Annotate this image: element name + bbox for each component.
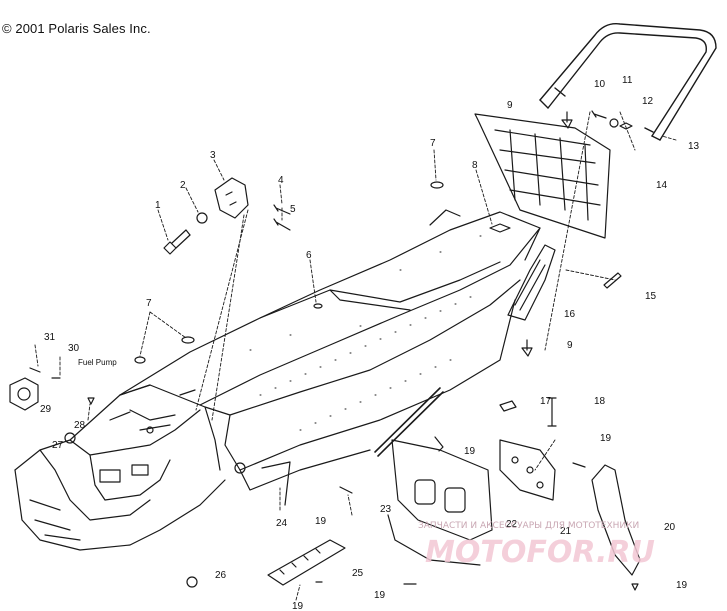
part-19-bolt-e: [631, 583, 639, 591]
part-28-bolt: [87, 397, 95, 405]
callout-28: 28: [74, 420, 86, 431]
part-23-rod: [374, 387, 444, 457]
callout-12: 12: [642, 96, 654, 107]
part-12-nut: [619, 122, 633, 130]
callout-2: 2: [180, 180, 186, 191]
callout-31: 31: [44, 332, 56, 343]
chassis-tunnel: [119, 209, 541, 491]
part-27-fitting: [64, 432, 76, 444]
callout-4: 4: [278, 175, 284, 186]
part-19-bolt-b: [572, 462, 586, 468]
watermark: ЗАПЧАСТИ И АКСЕССУАРЫ ДЛЯ МОТОТЕХНИКИ MO…: [418, 521, 655, 570]
callout-19-c: 19: [315, 516, 327, 527]
part-9-bolt-top: [561, 111, 573, 129]
callout-3: 3: [210, 150, 216, 161]
callout-7-lower: 7: [146, 298, 152, 309]
part-2-nut: [196, 212, 208, 224]
callout-10: 10: [594, 79, 606, 90]
part-5-bolt: [273, 218, 291, 231]
fuel-pump-label: Fuel Pump: [78, 358, 117, 367]
callout-19-d: 19: [374, 590, 386, 601]
part-26-nut: [186, 576, 198, 588]
callout-29: 29: [40, 404, 52, 415]
part-11-washer: [609, 118, 619, 128]
callout-18: 18: [594, 396, 606, 407]
part-29-flange: [9, 377, 39, 411]
watermark-caption: ЗАПЧАСТИ И АКСЕССУАРЫ ДЛЯ МОТОТЕХНИКИ: [418, 521, 639, 531]
part-20-side-panel: [591, 464, 641, 576]
callout-9-lower: 9: [567, 340, 573, 351]
part-31-screw: [29, 367, 41, 373]
part-15-pin: [603, 272, 622, 289]
callout-25: 25: [352, 568, 364, 579]
callout-9-upper: 9: [507, 100, 513, 111]
copyright-notice: © 2001 Polaris Sales Inc.: [2, 21, 151, 36]
callout-8: 8: [472, 160, 478, 171]
part-7-plug-top: [430, 181, 444, 189]
part-8-plug: [489, 223, 511, 233]
part-24-bracket: [261, 461, 291, 506]
callout-5: 5: [290, 204, 296, 215]
callout-7-upper: 7: [430, 138, 436, 149]
callout-19-f: 19: [292, 601, 304, 611]
callout-1: 1: [155, 200, 161, 211]
callout-22: 22: [506, 519, 518, 530]
callout-14: 14: [656, 180, 668, 191]
callout-24: 24: [276, 518, 288, 529]
part-19-bolt-c: [339, 486, 353, 494]
callout-17: 17: [540, 396, 552, 407]
front-bulkhead: [14, 384, 246, 551]
part-25-foot-grip: [267, 539, 346, 586]
watermark-logo: MOTOFOR.RU: [425, 535, 655, 570]
leader-lines: [34, 111, 677, 601]
part-14-rear-plate: [474, 113, 611, 239]
callout-23: 23: [380, 504, 392, 515]
part-19-bolt-a: [434, 436, 444, 452]
callout-11: 11: [622, 75, 633, 86]
part-18-bolt: [547, 397, 557, 427]
part-13-grab-bar: [539, 23, 717, 141]
part-7-plug-mid: [181, 336, 195, 344]
part-22-running-board: [387, 439, 493, 566]
rivet-pattern: [249, 235, 482, 431]
part-3-bracket: [214, 177, 249, 219]
part-16-rail: [507, 244, 556, 321]
callout-19-b: 19: [600, 433, 612, 444]
callout-15: 15: [645, 291, 657, 302]
callout-27: 27: [52, 440, 64, 451]
callout-13: 13: [688, 141, 700, 152]
part-7-plug-left: [134, 356, 146, 364]
part-9-bolt-lower: [521, 339, 533, 357]
part-4-bolt: [273, 204, 291, 215]
part-1-bolt: [163, 229, 191, 255]
callout-16: 16: [564, 309, 576, 320]
callout-6: 6: [306, 250, 312, 261]
callout-19-e: 19: [676, 580, 688, 591]
callout-19-a: 19: [464, 446, 476, 457]
part-21-bracket: [499, 439, 556, 501]
callout-labels: 1 2 3 4 5 6 7 7 8 9 9 10 11 12 13 14 15 …: [40, 75, 700, 611]
callout-30: 30: [68, 343, 80, 354]
callout-26: 26: [215, 570, 227, 581]
part-6-plug: [313, 303, 323, 309]
callout-20: 20: [664, 522, 676, 533]
callout-21: 21: [560, 526, 572, 537]
part-17-clip: [499, 400, 517, 412]
part-10-bolt: [591, 110, 607, 119]
